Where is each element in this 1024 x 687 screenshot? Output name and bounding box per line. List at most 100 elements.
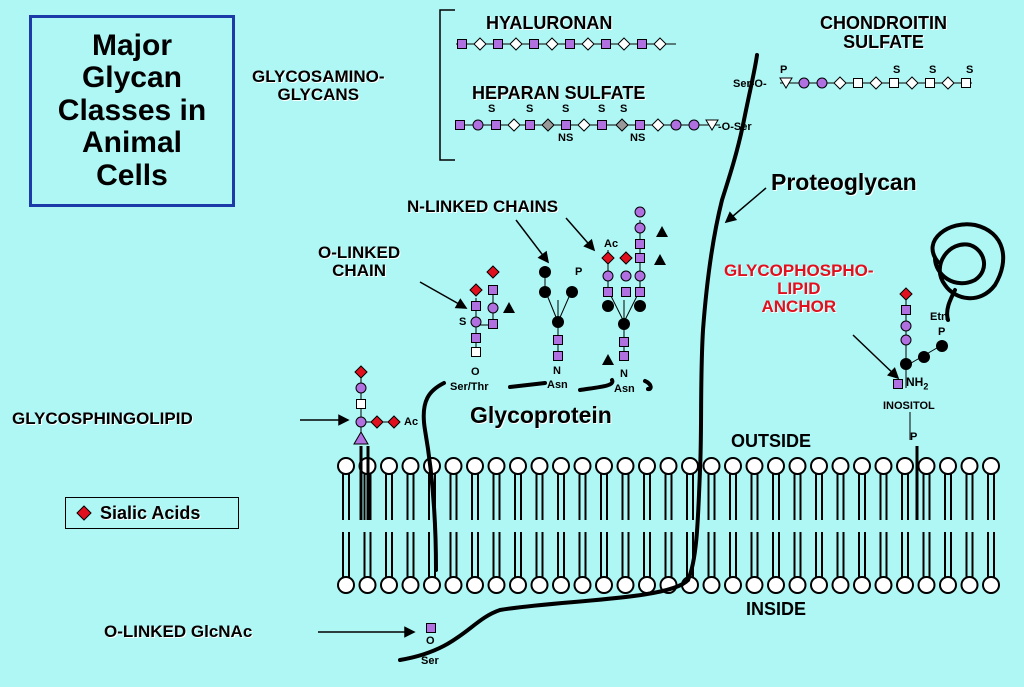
diamond-sugar	[905, 76, 919, 90]
proteoglycan-label: Proteoglycan	[771, 169, 917, 195]
triangle-sugar	[656, 226, 668, 237]
glycoprotein-label: Glycoprotein	[470, 402, 612, 428]
sialic-acid-diamond	[601, 251, 615, 265]
triangle-glucose-sugar	[353, 431, 369, 445]
protein-chains	[398, 53, 1006, 662]
lipid-head	[337, 576, 355, 594]
circle-sugar	[900, 320, 912, 332]
o-ser-label: -O-Ser	[718, 121, 752, 133]
lipid-head	[982, 457, 1000, 475]
s-label-hs-1: S	[488, 103, 496, 115]
lipid-head	[874, 457, 893, 475]
arrowhead	[404, 626, 416, 638]
n-label-2: N	[620, 368, 628, 380]
s-label-cs-2: S	[929, 64, 937, 76]
lipid-head	[724, 457, 742, 475]
square-sugar	[853, 78, 863, 88]
square-sugar	[455, 120, 465, 130]
black-circle-sugar	[539, 266, 551, 278]
lipid-head	[767, 457, 785, 475]
lipid-head	[702, 576, 721, 594]
arrowhead	[537, 250, 550, 264]
lipid-head	[444, 576, 463, 594]
open-triangle-sugar	[779, 77, 793, 89]
lipid-head	[638, 576, 656, 594]
sialic-acid-diamond	[486, 265, 500, 279]
diamond-sugar	[545, 37, 559, 51]
black-circle-sugar	[900, 358, 912, 370]
nh2-label: NH2	[906, 376, 928, 392]
square-sugar	[525, 120, 535, 130]
diamond-sugar	[577, 118, 591, 132]
sialic-acid-diamond	[387, 415, 401, 429]
circle-sugar	[634, 206, 646, 218]
glycosaminoglycans-label: GLYCOSAMINO- GLYCANS	[252, 67, 385, 104]
lipid-head	[509, 576, 527, 594]
circle-sugar	[900, 334, 912, 346]
glycoprotein-chain-end	[643, 379, 653, 392]
diamond-sugar	[653, 37, 667, 51]
circle-sugar	[798, 77, 810, 89]
square-sugar	[893, 379, 903, 389]
lipid-head	[337, 457, 355, 475]
square-sugar	[635, 120, 645, 130]
triangle-sugar	[503, 302, 515, 313]
lipid-head	[573, 576, 592, 594]
heparan-sulfate-label: HEPARAN SULFATE	[472, 83, 646, 103]
lipid-head	[487, 576, 506, 594]
square-sugar	[603, 287, 613, 297]
square-sugar	[925, 78, 935, 88]
circle-sugar	[355, 382, 367, 394]
black-circle-sugar	[602, 300, 614, 312]
triangle-sugar	[654, 254, 666, 265]
lipid-head	[466, 457, 484, 475]
black-circle-sugar	[918, 351, 930, 363]
circle-sugar	[670, 119, 682, 131]
lipid-head	[896, 576, 914, 594]
square-sugar	[488, 285, 498, 295]
gpi-protein-coil	[930, 222, 1006, 322]
p-label-inositol: P	[910, 431, 918, 443]
square-sugar	[889, 78, 899, 88]
title-box: Major Glycan Classes in Animal Cells	[29, 15, 235, 207]
glycosphingolipid-label: GLYCOSPHINGOLIPID	[12, 409, 193, 428]
s-label-cs-3: S	[966, 64, 974, 76]
sialic-acid-diamond	[899, 287, 913, 301]
proteoglycan-core-protein	[686, 53, 759, 582]
circle-sugar	[620, 270, 632, 282]
etn-label: Etn	[930, 311, 948, 323]
square-sugar	[471, 347, 481, 357]
square-sugar	[565, 39, 575, 49]
square-sugar	[621, 287, 631, 297]
p-label-cs: P	[780, 64, 788, 76]
n-label-1: N	[553, 365, 561, 377]
lipid-head	[681, 457, 699, 475]
lipid-head	[788, 576, 807, 594]
lipid-head	[552, 576, 570, 594]
arrow-line	[852, 334, 899, 379]
circle-sugar	[470, 316, 482, 328]
lipid-head	[960, 576, 979, 594]
lipid-head	[896, 457, 914, 475]
n-linked-chains-label: N-LINKED CHAINS	[407, 197, 559, 216]
lipid-head	[788, 457, 807, 475]
lipid-head	[616, 576, 635, 594]
black-circle-sugar	[618, 318, 630, 330]
lipid-head	[466, 576, 484, 594]
ac-label-gsl: Ac	[404, 416, 419, 428]
hatched-diamond-sugar	[615, 118, 629, 132]
triangle-sugar	[602, 354, 614, 365]
lipid-head	[982, 576, 1000, 594]
black-circle-sugar	[539, 286, 551, 298]
s-label-hs-5: S	[620, 103, 628, 115]
square-sugar	[635, 253, 645, 263]
circle-sugar	[602, 270, 614, 282]
lipid-head	[638, 457, 656, 475]
o-linked-chain-label: O-LINKED CHAIN	[318, 243, 401, 280]
ser-thr-label: Ser/Thr	[450, 381, 489, 393]
diamond-sugar	[651, 118, 665, 132]
square-sugar	[356, 399, 366, 409]
o-linked-glcnac-label: O-LINKED GlcNAc	[104, 622, 253, 641]
